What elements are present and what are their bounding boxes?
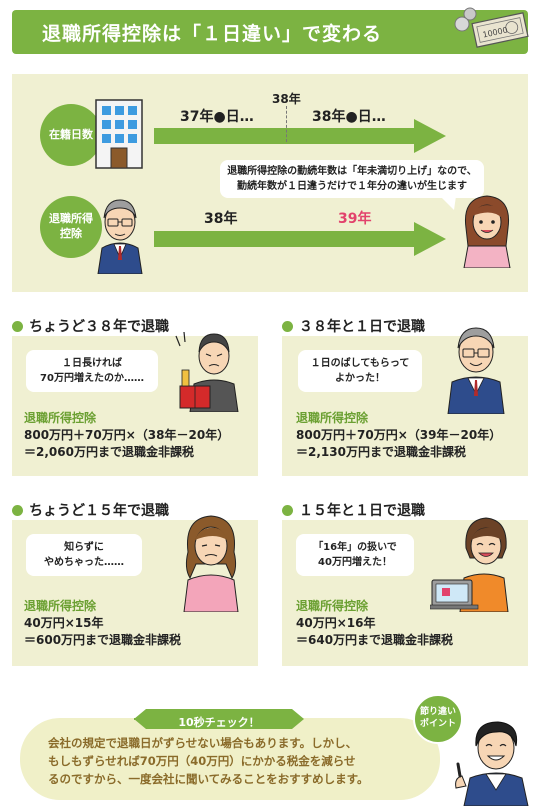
tenure-days-badge: 在籍日数 [40,104,102,166]
header-banner: 退職所得控除は「１日違い」で変わる [12,10,528,54]
scenario-4-bubble: 「16年」の扱いで 40万円増えた！ [296,534,414,576]
happy-senior-man-illustration [447,327,505,414]
scenario-2-deduction-label: 退職所得控除 [296,411,369,425]
boundary-marker [286,106,287,142]
deduction-badge: 退職所得控除 [40,196,102,258]
bullet-dot-icon [282,320,293,332]
page-title: 退職所得控除は「１日違い」で変わる [42,22,383,45]
money-stack-icon: 10000 [454,7,529,48]
tip-point-badge: 節り違いポイント [413,694,463,744]
scenario-1-title: ちょうど３８年で退職 [12,316,169,336]
tenure-before: 37年●日… [180,109,254,125]
woman-illustration [463,195,511,268]
sad-woman-illustration [183,515,239,612]
tenure-arrow-bar [154,128,416,144]
scenario-2-bubble: １日のばしてもらって よかった！ [298,350,422,392]
scenario-3-formula: 40万円×15年 ＝600万円まで退職金非課税 [24,616,182,648]
tenure-arrow-head [414,119,446,153]
senior-man-illustration [97,199,143,274]
deduction-arrow-bar [154,231,416,247]
pointing-man-illustration [455,721,529,806]
scenario-3-deduction-label: 退職所得控除 [24,599,97,613]
scenario-4-formula: 40万円×16年 ＝640万円まで退職金非課税 [296,616,454,648]
rounding-note-bubble: 退職所得控除の勤続年数は「年未満切り上げ」なので、 勤続年数が１日違うだけで１年… [220,160,484,198]
tip-text: 会社の規定で退職日がずらせない場合もあります。しかし、 もしもずらせれば70万円… [48,736,369,786]
ten-second-check-label: 10秒チェック！ [178,716,260,729]
bullet-dot-icon [282,504,293,516]
regretful-man-illustration [175,331,239,412]
scenario-2-formula: 800万円＋70万円×（39年－20年） ＝2,130万円まで退職金非課税 [296,428,502,460]
deduction-before: 38年 [204,211,238,227]
deduction-arrow-head [414,222,446,256]
ten-second-check-banner [134,709,304,729]
scenario-3-bubble: 知らずに やめちゃった…… [26,534,142,576]
office-building-icon [95,99,143,169]
scenario-4-deduction-label: 退職所得控除 [296,599,369,613]
scenario-1-bubble: １日長ければ 70万円増えたのか…… [26,350,158,392]
woman-with-laptop-illustration [430,517,509,612]
deduction-after: 39年 [338,211,372,227]
scenario-1-formula: 800万円＋70万円×（38年－20年） ＝2,060万円まで退職金非課税 [24,428,230,460]
tip-panel [20,718,440,800]
tenure-after: 38年●日… [312,109,386,125]
scenario-3-title: ちょうど１５年で退職 [12,500,169,520]
bubble-tail [440,196,456,210]
scenario-1-deduction-label: 退職所得控除 [24,411,97,425]
scenario-2-title: ３８年と１日で退職 [282,316,425,336]
scenario-4-title: １５年と１日で退職 [282,500,425,520]
bullet-dot-icon [12,320,23,332]
bullet-dot-icon [12,504,23,516]
boundary-label: 38年 [272,92,301,106]
